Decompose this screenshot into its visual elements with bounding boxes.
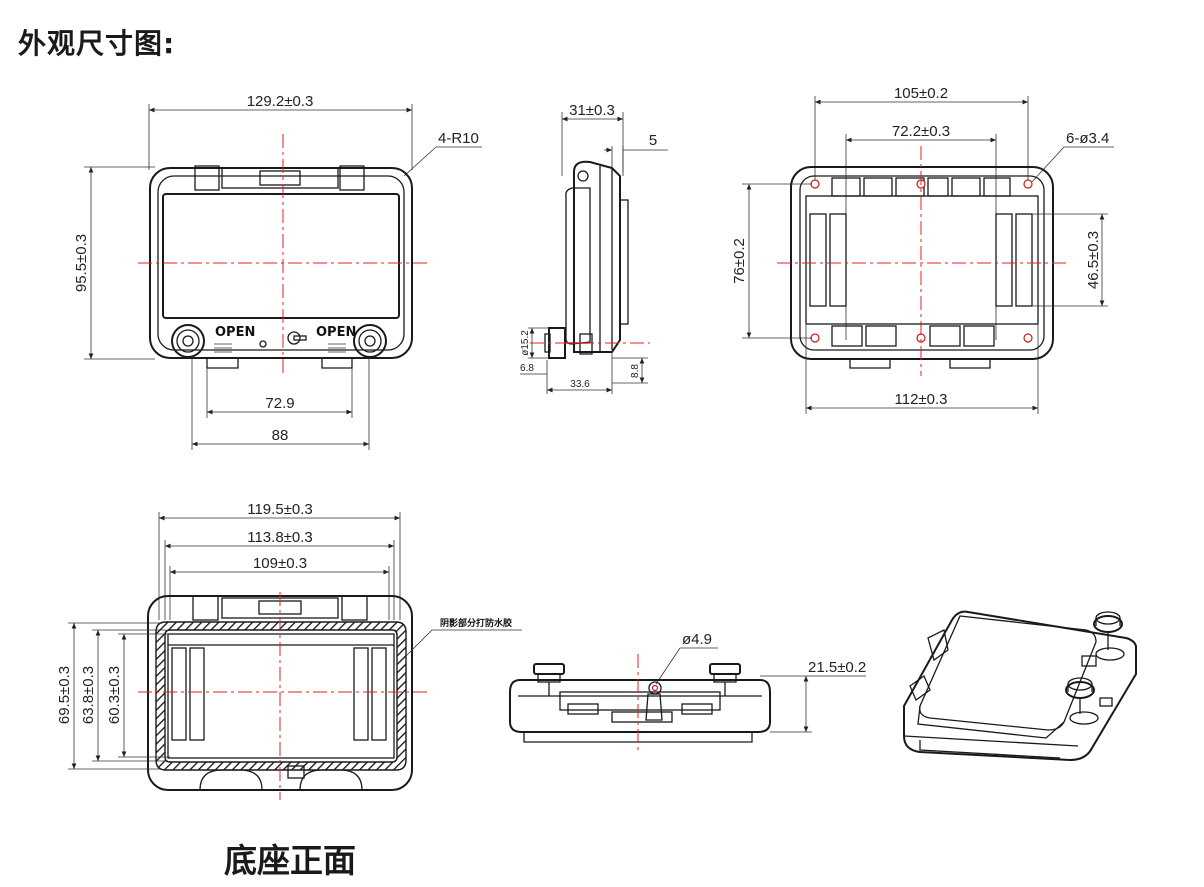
open-label-left: OPEN [215, 325, 255, 340]
bottom-right-knob [709, 663, 741, 696]
gasket-note: 阴影部分打防水胶 [401, 617, 522, 661]
front-radius-note: 4-R10 [403, 130, 482, 177]
side-right-label: 8.8 [630, 364, 641, 378]
back-left-height-dimension: 76±0.2 [731, 183, 812, 339]
back-bottom-width-label: 112±0.3 [895, 391, 948, 408]
side-small-dimensions: ø15.2 6.8 33.6 8.8 [520, 327, 648, 394]
base-h2-label: 63.8±0.3 [80, 666, 97, 724]
back-outer-holes-label: 105±0.2 [894, 85, 948, 102]
gasket-note-label: 阴影部分打防水胶 [440, 617, 512, 629]
side-left-label: 6.8 [520, 363, 534, 374]
front-height-dimension: 95.5±0.3 [73, 166, 155, 360]
front-window [162, 193, 400, 319]
side-view: 31±0.3 5 ø15.2 6.8 [520, 102, 668, 394]
base-h1-label: 69.5±0.3 [56, 666, 73, 724]
bottom-body [509, 679, 771, 733]
left-knob [171, 324, 205, 358]
base-w2-label: 113.8±0.3 [247, 529, 313, 546]
iso-bottom-knob [1065, 677, 1099, 725]
front-outer-span-dimension: 88 [191, 357, 370, 450]
front-width-label: 129.2±0.3 [247, 93, 314, 110]
front-inner-span-label: 72.9 [265, 395, 294, 412]
base-width-dimensions: 119.5±0.3 113.8±0.3 109±0.3 [158, 501, 401, 620]
isometric-view [903, 610, 1137, 762]
front-width-dimension: 129.2±0.3 [148, 93, 413, 170]
page-title: 外观尺寸图: [18, 27, 176, 60]
front-radius-label: 4-R10 [438, 130, 479, 147]
bottom-dia-label: ø4.9 [682, 631, 712, 648]
back-view: 105±0.2 72.2±0.3 6-ø3.4 [731, 85, 1114, 414]
back-inner-holes-label: 72.2±0.3 [892, 123, 950, 140]
side-lip-label: 5 [649, 132, 657, 149]
base-view: 119.5±0.3 113.8±0.3 109±0.3 [56, 501, 522, 800]
back-right-height-label: 46.5±0.3 [1085, 231, 1102, 289]
side-depth-label: 31±0.3 [569, 102, 615, 119]
lock-icon [287, 331, 301, 345]
bottom-height-dimension: 21.5±0.2 [760, 659, 866, 733]
bottom-view: ø4.9 21.5±0.2 [509, 631, 866, 754]
front-height-label: 95.5±0.3 [73, 234, 90, 292]
open-label-right: OPEN [316, 325, 356, 340]
base-front-caption: 底座正面 [224, 841, 356, 880]
bottom-dia-note: ø4.9 [655, 631, 718, 685]
front-view: 129.2±0.3 95.5±0.3 4-R10 [73, 93, 482, 450]
iso-top-knob [1093, 611, 1125, 661]
side-lip-dimension: 5 [604, 132, 668, 172]
base-height-dimensions: 69.5±0.3 63.8±0.3 60.3±0.3 [56, 622, 170, 770]
front-inner-span-dimension: 72.9 [206, 368, 353, 418]
side-depth-dimension: 31±0.3 [561, 102, 624, 176]
base-w3-label: 109±0.3 [253, 555, 307, 572]
front-outer-span-label: 88 [272, 427, 289, 444]
back-bottom-width-dimension: 112±0.3 [805, 322, 1039, 414]
base-h3-label: 60.3±0.3 [106, 666, 123, 724]
bottom-height-label: 21.5±0.2 [808, 659, 866, 676]
side-dia-label: ø15.2 [520, 330, 531, 356]
side-base-label: 33.6 [570, 379, 590, 390]
back-holes-label: 6-ø3.4 [1066, 130, 1109, 147]
back-left-height-label: 76±0.2 [731, 238, 748, 284]
base-w1-label: 119.5±0.3 [247, 501, 313, 518]
right-knob [353, 324, 387, 358]
bottom-left-knob [533, 663, 565, 696]
gasket-ring [155, 621, 407, 771]
back-holes-note: 6-ø3.4 [1029, 130, 1114, 185]
back-right-height-dimension: 46.5±0.3 [1032, 213, 1108, 307]
